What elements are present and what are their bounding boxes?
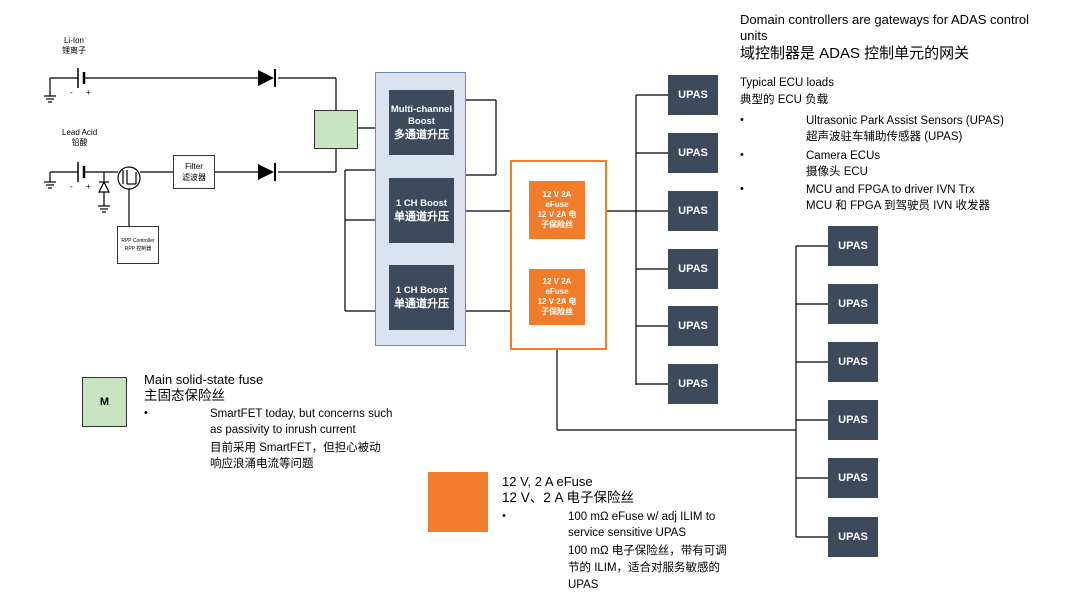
efuse-1: 12 V 2A eFuse 12 V 2A 电 子保险丝 [529,181,585,239]
efuse1-line1: 12 V 2A [542,190,572,199]
bullet-1-en: Ultrasonic Park Assist Sensors (UPAS) [806,115,1004,127]
multi-boost-en-1: Multi-channel [390,103,453,115]
title-cn: 域控制器是 ADAS 控制单元的网关 [740,45,970,62]
bullet-3-mark: • [740,183,744,195]
boost1-cn: 单通道升压 [394,210,449,223]
legend-m-bullet-cn-1: 目前采用 SmartFET，但担心被动 [210,442,381,454]
legend-m-title-cn: 主固态保险丝 [144,388,225,403]
title-en-2: units [740,28,768,43]
main-fuse-block [314,110,358,149]
loads-en: Typical ECU loads [740,77,834,89]
bullet-2-en: Camera ECUs [806,150,881,162]
efuse2-line2: eFuse [545,287,569,296]
svg-text:+: + [86,88,91,97]
rpp-label-en: RPP Controller [121,238,155,244]
liion-battery-label: Li-Ion 锂离子 [62,36,86,56]
svg-text:+: + [86,182,91,191]
legend-m-bullet-en-1: SmartFET today, but concerns such [210,408,393,420]
svg-text:-: - [70,182,73,191]
upas-right-4: UPAS [828,400,878,440]
efuse1-line4: 子保险丝 [541,220,573,229]
multi-boost-cn: 多通道升压 [394,128,449,141]
loads-cn: 典型的 ECU 负载 [740,94,829,106]
legend-m-title-en: Main solid-state fuse [144,372,264,387]
title-en-1: Domain controllers are gateways for ADAS… [740,12,1030,27]
boost1-en: 1 CH Boost [395,197,448,209]
upas-left-4: UPAS [668,249,718,289]
liion-label-en: Li-Ion [63,36,84,45]
rpp-label-cn: RPP 控制器 [124,246,152,252]
leadacid-label-en: Lead Acid [62,128,98,137]
legend-efuse-bullet-en-2: service sensitive UPAS [568,527,687,539]
upas-left-6: UPAS [668,364,718,404]
upas-left-3: UPAS [668,191,718,231]
efuse2-line1: 12 V 2A [542,277,572,286]
legend-efuse-bullet-cn-2: 节的 ILIM，适合对服务敏感的 [568,562,721,574]
svg-text:-: - [70,88,73,97]
legend-m-bullet-mark: • [144,407,148,419]
upas-left-5: UPAS [668,306,718,346]
single-channel-boost-2: 1 CH Boost 单通道升压 [389,265,454,330]
efuse2-line4: 子保险丝 [541,307,573,316]
liion-label-cn: 锂离子 [62,46,86,55]
bullet-3-cn: MCU 和 FPGA 到驾驶员 IVN 收发器 [806,200,991,212]
legend-efuse-title-cn: 12 V、2 A 电子保险丝 [502,490,635,505]
rpp-controller-block: RPP Controller RPP 控制器 [117,226,159,264]
upas-left-1: UPAS [668,75,718,115]
upas-right-3: UPAS [828,342,878,382]
bullet-2-mark: • [740,149,744,161]
filter-block: Filter 滤波器 [173,155,215,189]
efuse1-line3: 12 V 2A 电 [537,210,577,219]
upas-left-2: UPAS [668,133,718,173]
efuse-2: 12 V 2A eFuse 12 V 2A 电 子保险丝 [529,269,585,325]
multi-channel-boost: Multi-channel Boost 多通道升压 [389,90,454,155]
legend-main-fuse-swatch: M [82,377,127,427]
upas-right-5: UPAS [828,458,878,498]
leadacid-battery-label: Lead Acid 铅酸 [62,128,97,148]
boost2-cn: 单通道升压 [394,297,449,310]
legend-efuse-bullet-en-1: 100 mΩ eFuse w/ adj ILIM to [568,511,716,523]
legend-efuse-bullet-cn-1: 100 mΩ 电子保险丝，带有可调 [568,545,727,557]
efuse2-line3: 12 V 2A 电 [537,297,577,306]
bullet-1-mark: • [740,114,744,126]
legend-m-bullet-en-2: as passivity to inrush current [210,424,356,436]
upas-right-2: UPAS [828,284,878,324]
legend-efuse-swatch [428,472,488,532]
leadacid-label-cn: 铅酸 [71,138,88,147]
bullet-1-cn: 超声波驻车辅助传感器 (UPAS) [806,131,963,143]
bullet-3-en: MCU and FPGA to driver IVN Trx [806,184,975,196]
filter-label-cn: 滤波器 [182,173,206,182]
multi-boost-en-2: Boost [408,115,435,127]
single-channel-boost-1: 1 CH Boost 单通道升压 [389,178,454,243]
header-title: Domain controllers are gateways for ADAS… [740,12,1029,63]
filter-label-en: Filter [185,162,203,171]
legend-efuse-bullet-cn-3: UPAS [568,579,599,591]
efuse1-line2: eFuse [545,200,569,209]
legend-m-symbol: M [99,396,110,408]
legend-efuse-bullet-mark: • [502,510,506,522]
legend-efuse-title-en: 12 V, 2 A eFuse [502,474,593,489]
upas-right-6: UPAS [828,517,878,557]
legend-m-bullet-cn-2: 响应浪涌电流等问题 [210,458,314,470]
upas-right-1: UPAS [828,226,878,266]
boost2-en: 1 CH Boost [395,284,448,296]
bullet-2-cn: 摄像头 ECU [806,166,868,178]
